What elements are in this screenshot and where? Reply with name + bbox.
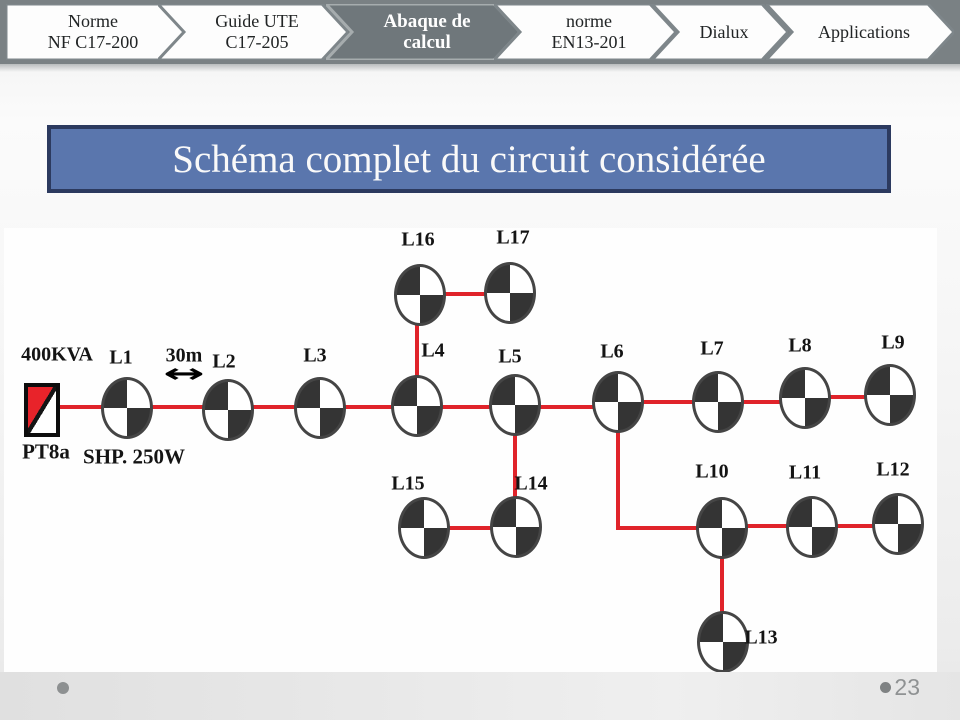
- lamp-node-L11: [786, 496, 838, 558]
- lamp-node-L14: [490, 496, 542, 558]
- lamp-label-L10: L10: [695, 460, 729, 483]
- wire-segment: [720, 528, 724, 642]
- lamp-node-L15: [398, 497, 450, 559]
- wire-segment: [616, 402, 620, 528]
- lamp-label-L15: L15: [391, 472, 425, 495]
- page-number-bullet-icon: [880, 682, 892, 693]
- lamp-label-L9: L9: [881, 331, 905, 354]
- lamp-label-L5: L5: [498, 345, 522, 368]
- lamp-node-L6: [592, 371, 644, 433]
- lamp-label-L12: L12: [876, 458, 910, 481]
- nav-chevron-line: Guide UTE: [215, 11, 299, 31]
- wire-segment: [420, 292, 510, 296]
- lamp-label-L8: L8: [788, 334, 812, 357]
- lamp-label-L13: L13: [744, 626, 778, 649]
- transformer-name-label: PT8a: [22, 439, 70, 464]
- chevron-shape-icon: [652, 4, 788, 60]
- transformer-rating-label: 400KVA: [21, 343, 93, 366]
- lamp-node-L4: [391, 375, 443, 437]
- double-arrow-icon: ↔: [163, 359, 205, 389]
- lamp-label-L3: L3: [303, 344, 327, 367]
- lamp-node-L2: [202, 379, 254, 441]
- lamp-node-L13: [697, 611, 749, 673]
- circuit-diagram: 400KVA PT8a SHP. 250W 30m ↔ L1 L2 L3 L4 L5 L6…: [4, 226, 937, 673]
- page-number-group: 23: [880, 674, 920, 701]
- lamp-label-L11: L11: [788, 461, 822, 484]
- wire-segment: [513, 405, 517, 527]
- nav-chevron-line: Dialux: [699, 21, 749, 42]
- nav-chevron-label: Dialux: [652, 4, 788, 60]
- lamp-node-L8: [779, 367, 831, 429]
- nav-chevron-line: Applications: [818, 21, 910, 42]
- chevron-shape-icon: [766, 4, 954, 60]
- lamp-node-L12: [872, 493, 924, 555]
- nav-chevron-dialux[interactable]: Dialux: [652, 4, 788, 60]
- lamp-node-L17: [484, 262, 536, 324]
- nav-chevron-line: norme: [566, 11, 612, 31]
- nav-chevron-line: EN13-201: [551, 32, 627, 52]
- wire-segment: [424, 526, 516, 530]
- nav-chevron-applications[interactable]: Applications: [766, 4, 954, 60]
- lamp-node-L7: [692, 371, 744, 433]
- lamp-label-L17: L17: [496, 226, 530, 249]
- nav-chevron-line: Abaque de: [383, 11, 471, 32]
- lamp-label-L6: L6: [600, 340, 624, 363]
- footer-bar: 23: [0, 672, 960, 720]
- lamp-label-L1: L1: [109, 346, 133, 369]
- lamp-label-L7: L7: [700, 337, 724, 360]
- lamp-label-L2: L2: [212, 350, 236, 373]
- lamp-node-L9: [864, 364, 916, 426]
- page-title-text: Schéma complet du circuit considérée: [172, 137, 766, 181]
- transformer-symbol: [24, 383, 60, 437]
- page-title: Schéma complet du circuit considérée: [47, 125, 891, 193]
- chevron-shape-icon: [326, 4, 520, 60]
- lamp-node-L3: [294, 377, 346, 439]
- wire-segment: [616, 526, 722, 530]
- lamp-node-L10: [696, 497, 748, 559]
- page-number: 23: [894, 674, 920, 700]
- distance-label: 30m: [165, 344, 203, 367]
- lamp-label-L16: L16: [401, 228, 435, 251]
- lamp-label-L4: L4: [421, 339, 445, 362]
- lamp-node-L5: [489, 374, 541, 436]
- wire-segment: [803, 395, 891, 399]
- nav-chevron-line: C17-205: [225, 32, 289, 52]
- nav-chevron-label: Applications: [766, 4, 954, 60]
- chevron-shape-icon: [158, 4, 348, 60]
- wire-segment: [415, 295, 419, 406]
- nav-chevron-line: calcul: [403, 32, 451, 53]
- chevron-shape-icon: [494, 4, 676, 60]
- nav-chevron-line: NF C17-200: [47, 32, 139, 52]
- lamp-node-L1: [101, 377, 153, 439]
- footer-bullet-icon: [57, 682, 69, 694]
- lamp-label-L14: L14: [514, 472, 548, 495]
- lamp-node-L16: [394, 264, 446, 326]
- nav-chevron-line: Norme: [68, 11, 118, 31]
- lamp-spec-label: SHP. 250W: [83, 444, 185, 469]
